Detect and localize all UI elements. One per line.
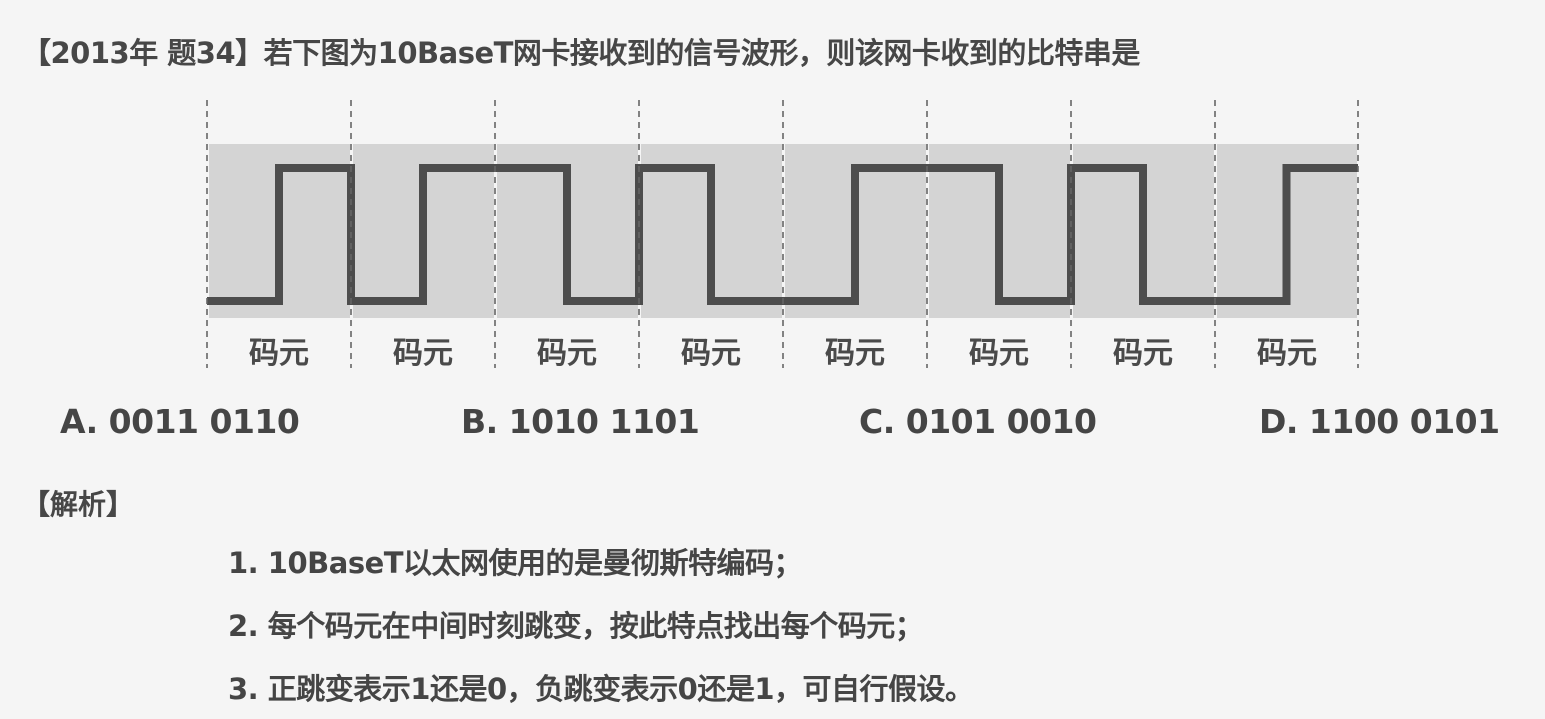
cell-label: 码元	[1257, 336, 1317, 371]
option-c: C. 0101 0010	[859, 402, 1097, 441]
analysis-step-1: 1. 10BaseT以太网使用的是曼彻斯特编码；	[228, 546, 803, 580]
analysis-step-2: 2. 每个码元在中间时刻跳变，按此特点找出每个码元；	[228, 609, 924, 643]
cell-label: 码元	[249, 336, 309, 371]
answer-options: A. 0011 0110 B. 1010 1101 C. 0101 0010 D…	[0, 402, 1545, 446]
cell-label: 码元	[393, 336, 453, 371]
question-title: 【2013年 题34】若下图为10BaseT网卡接收到的信号波形，则该网卡收到的…	[22, 36, 1140, 70]
option-a: A. 0011 0110	[60, 402, 300, 441]
manchester-waveform-diagram: 码元 码元 码元 码元 码元 码元 码元 码元	[206, 100, 1359, 371]
cell-label: 码元	[681, 336, 741, 371]
cell-label: 码元	[1113, 336, 1173, 371]
waveform-svg	[206, 100, 1359, 368]
cell-label: 码元	[825, 336, 885, 371]
option-d: D. 1100 0101	[1259, 402, 1500, 441]
signal-waveform	[207, 164, 1358, 305]
analysis-step-3: 3. 正跳变表示1还是0，负跳变表示0还是1，可自行假设。	[228, 672, 974, 706]
cell-label: 码元	[969, 336, 1029, 371]
option-b: B. 1010 1101	[461, 402, 700, 441]
cell-label: 码元	[537, 336, 597, 371]
analysis-heading: 【解析】	[22, 488, 135, 521]
